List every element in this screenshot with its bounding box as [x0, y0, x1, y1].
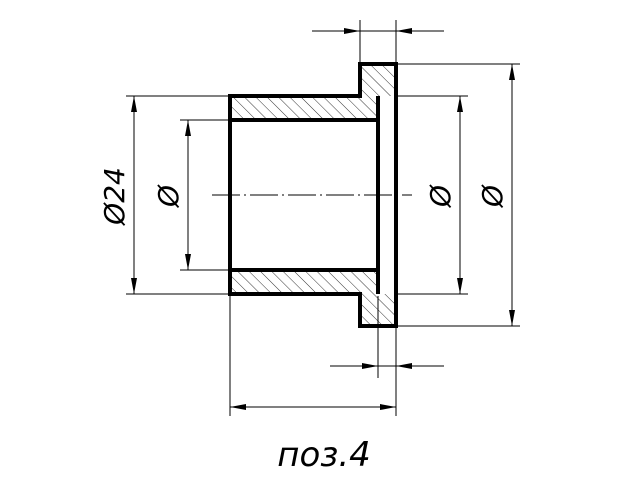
dim-flange-outer-diameter-label: Ø — [476, 184, 509, 208]
dim-outer-diameter-label: Ø24 — [98, 167, 131, 226]
dim-flange-inner-diameter-label: Ø — [424, 184, 457, 208]
dimension-lines — [131, 28, 515, 410]
section-hatching — [230, 64, 396, 326]
dim-bore-diameter-label: Ø — [152, 184, 185, 208]
extension-lines — [126, 20, 520, 416]
part-outline — [228, 62, 398, 328]
position-caption: поз.4 — [277, 435, 371, 475]
